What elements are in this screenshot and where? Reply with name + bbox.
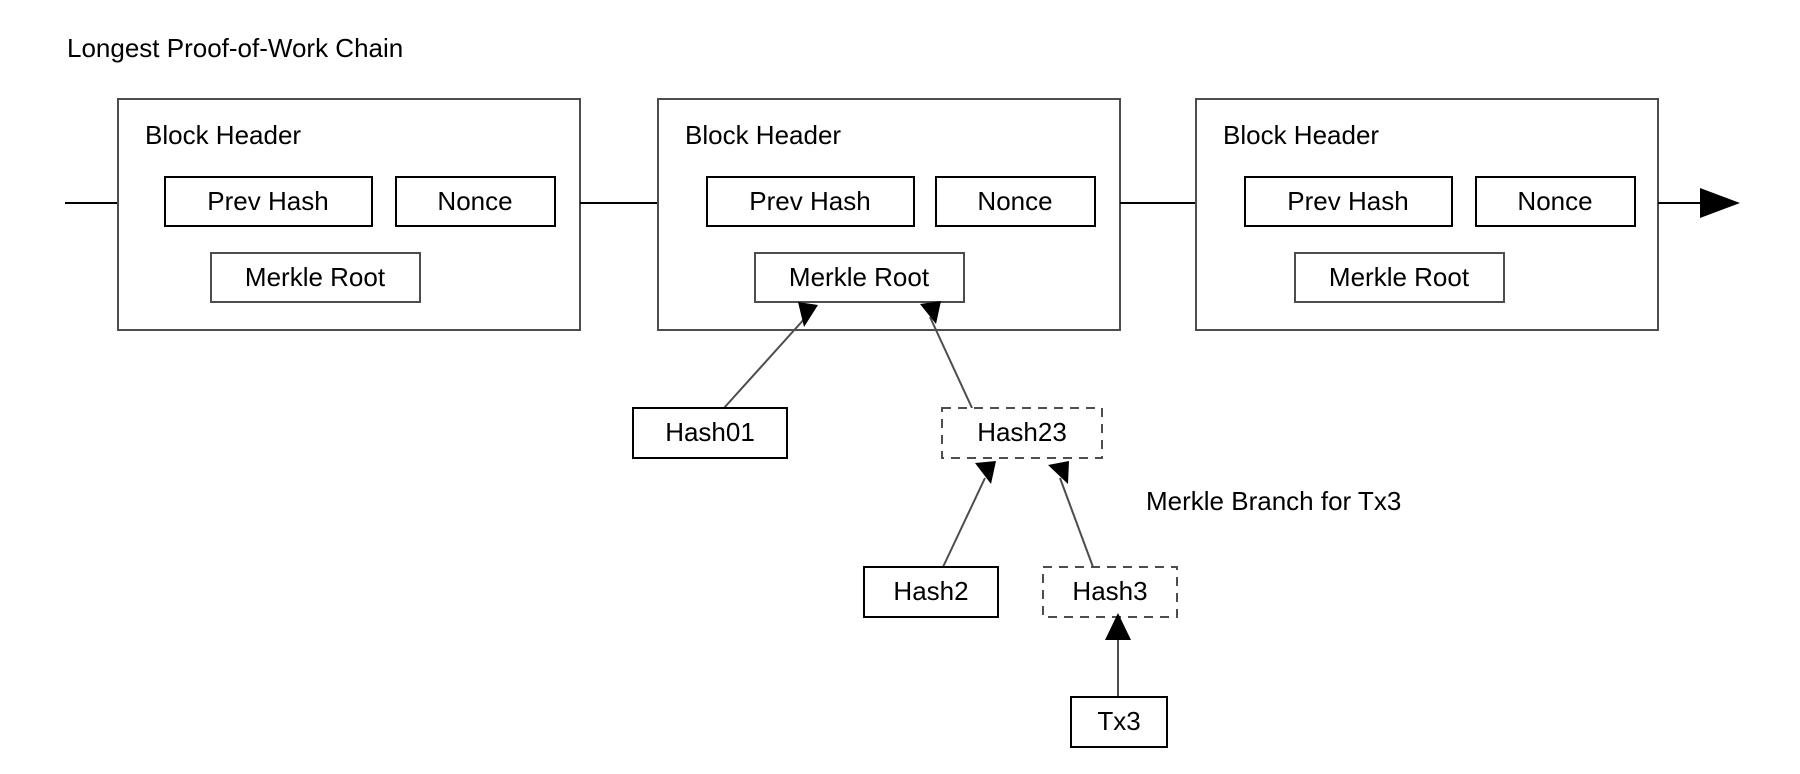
arrow-head-icon [920,301,941,324]
merkle-node-tx3-box[interactable] [1070,696,1168,748]
merkle-node-hash01-label: Hash01 [665,417,755,447]
block-3-prev-hash-box[interactable] [1244,176,1453,227]
block-1-nonce-label: Nonce [437,186,512,216]
edge-hash3-to-hash23 [1048,461,1094,568]
block-3-merkle-root-box[interactable] [1294,252,1505,303]
merkle-node-hash23-box[interactable] [941,407,1103,459]
block-1-header-label: Block Header [145,120,301,150]
block-1-prev-hash-box[interactable] [164,176,373,227]
merkle-node-hash01-box[interactable] [632,407,788,459]
merkle-node-hash2-box[interactable] [863,566,999,618]
merkle-node-tx3[interactable]: Tx3 [1070,696,1168,748]
block-3-nonce-label: Nonce [1517,186,1592,216]
block-1[interactable]: Block Header Prev Hash Nonce Merkle Root [117,98,581,331]
merkle-node-hash2[interactable]: Hash2 [863,566,999,618]
diagram-title: Longest Proof-of-Work Chain [67,33,403,63]
block-2-nonce-label: Nonce [977,186,1052,216]
edge-tx3-to-hash3 [1105,613,1131,697]
block-2-merkle-root-label: Merkle Root [789,262,930,292]
chain-outbound-connector [1658,188,1740,218]
merkle-node-hash01[interactable]: Hash01 [632,407,788,459]
block-2-nonce-box[interactable] [935,176,1096,227]
block-2-prev-hash-box[interactable] [706,176,915,227]
block-2-merkle-root-box[interactable] [754,252,965,303]
arrow-head-icon [1105,613,1131,640]
block-3[interactable]: Block Header Prev Hash Nonce Merkle Root [1195,98,1659,331]
arrow-head-icon [1700,188,1740,218]
block-3-prev-hash-label: Prev Hash [1287,186,1408,216]
block-3-nonce-box[interactable] [1475,176,1636,227]
edge-hash01-to-merkle-root [723,302,818,409]
merkle-node-tx3-label: Tx3 [1097,706,1140,736]
block-1-merkle-root-label: Merkle Root [245,262,386,292]
edge-hash2-to-hash23 [942,461,996,568]
merkle-node-hash3-box[interactable] [1042,566,1178,618]
block-2[interactable]: Block Header Prev Hash Nonce Merkle Root [657,98,1121,331]
merkle-branch-annotation: Merkle Branch for Tx3 [1146,486,1401,516]
merkle-node-hash3-label: Hash3 [1072,576,1147,606]
block-3-header-label: Block Header [1223,120,1379,150]
block-1-prev-hash-label: Prev Hash [207,186,328,216]
block-1-merkle-root-box[interactable] [210,252,421,303]
block-3-merkle-root-label: Merkle Root [1329,262,1470,292]
arrow-head-icon [1048,461,1069,484]
arrow-head-icon [975,461,996,484]
merkle-node-hash23-label: Hash23 [977,417,1067,447]
block-1-nonce-box[interactable] [395,176,556,227]
edge-hash23-to-merkle-root [920,301,973,409]
merkle-node-hash3[interactable]: Hash3 [1042,566,1178,618]
arrow-head-icon [798,302,818,327]
merkle-node-hash23[interactable]: Hash23 [941,407,1103,459]
block-2-prev-hash-label: Prev Hash [749,186,870,216]
merkle-node-hash2-label: Hash2 [893,576,968,606]
block-2-header-label: Block Header [685,120,841,150]
